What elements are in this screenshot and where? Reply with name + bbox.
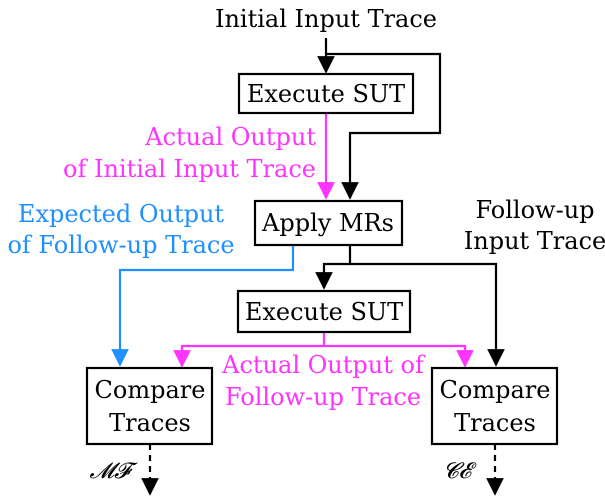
apply-mrs-label: Apply MRs	[261, 209, 394, 237]
apply-mrs-box	[253, 199, 404, 247]
actual-output-followup-line2: Follow-up Trace	[225, 383, 421, 411]
expected-output-line1: Expected Output	[18, 200, 225, 228]
compare-traces-left-line2: Traces	[109, 409, 191, 437]
arrow-expected-output	[111, 245, 295, 367]
execute-sut-label-2: Execute SUT	[245, 298, 403, 326]
actual-output-initial-line2: of Initial Input Trace	[63, 155, 316, 183]
arrow-loop-to-apply-mrs	[326, 52, 442, 200]
execute-sut-box-2	[236, 289, 412, 334]
execute-sut-label-1: Execute SUT	[247, 80, 405, 108]
expected-output-line2: of Follow-up Trace	[7, 231, 234, 259]
compare-traces-right-line2: Traces	[454, 409, 536, 437]
compare-traces-right-line1: Compare	[440, 376, 551, 404]
followup-input-line1: Follow-up	[475, 196, 594, 224]
arrow-followup-input	[350, 262, 505, 367]
compare-traces-box-left	[85, 366, 214, 446]
actual-output-initial-line1: Actual Output	[144, 123, 316, 151]
initial-input-trace-label: Initial Input Trace	[215, 5, 437, 33]
actual-output-followup-line1: Actual Output of	[221, 351, 426, 379]
compare-traces-box-right	[430, 366, 559, 446]
output-ce-label: 𝓒𝓔	[443, 459, 478, 484]
execute-sut-box-1	[237, 72, 415, 115]
arrow-apply-to-execute2	[315, 245, 352, 290]
output-mf-label: 𝓜𝓕	[90, 459, 139, 484]
followup-input-line2: Input Trace	[464, 227, 605, 255]
compare-traces-left-line1: Compare	[95, 376, 206, 404]
actual-output-followup-bg	[222, 350, 424, 418]
